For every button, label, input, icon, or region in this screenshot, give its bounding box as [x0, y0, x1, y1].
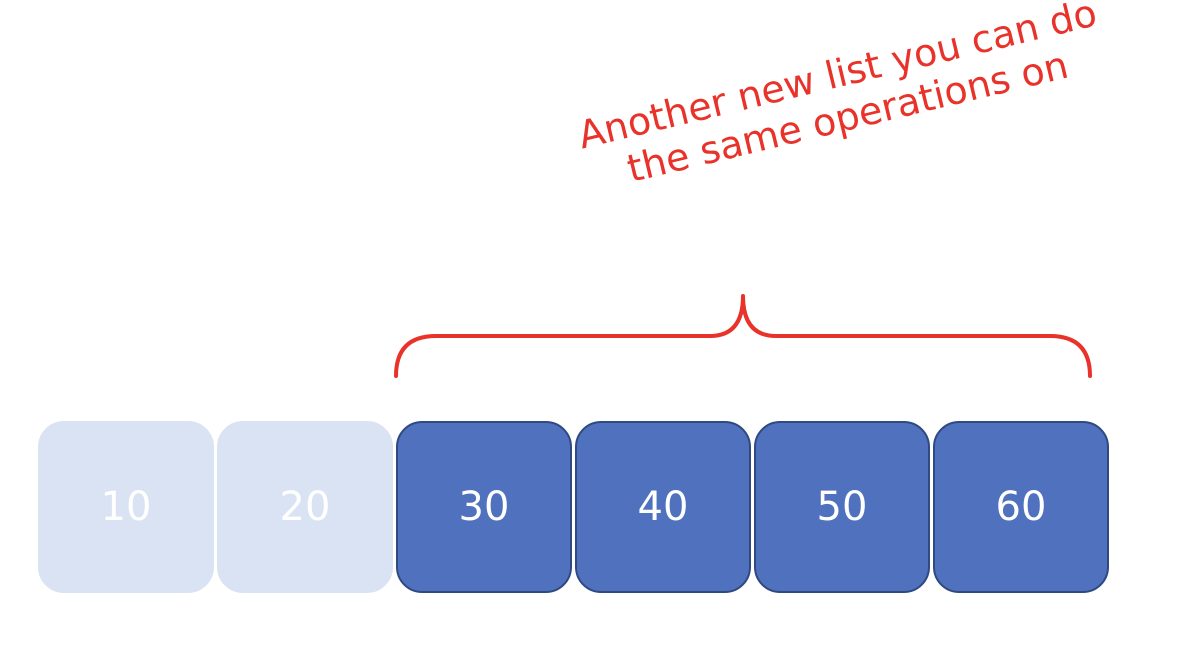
list-cell-20: 20: [217, 421, 393, 593]
list-cell-10: 10: [38, 421, 214, 593]
list-cell-50: 50: [754, 421, 930, 593]
list-cell-60: 60: [933, 421, 1109, 593]
list-cell-30: 30: [396, 421, 572, 593]
annotation-text: Another new list you can do the same ope…: [560, 0, 1200, 204]
list-cell-40: 40: [575, 421, 751, 593]
